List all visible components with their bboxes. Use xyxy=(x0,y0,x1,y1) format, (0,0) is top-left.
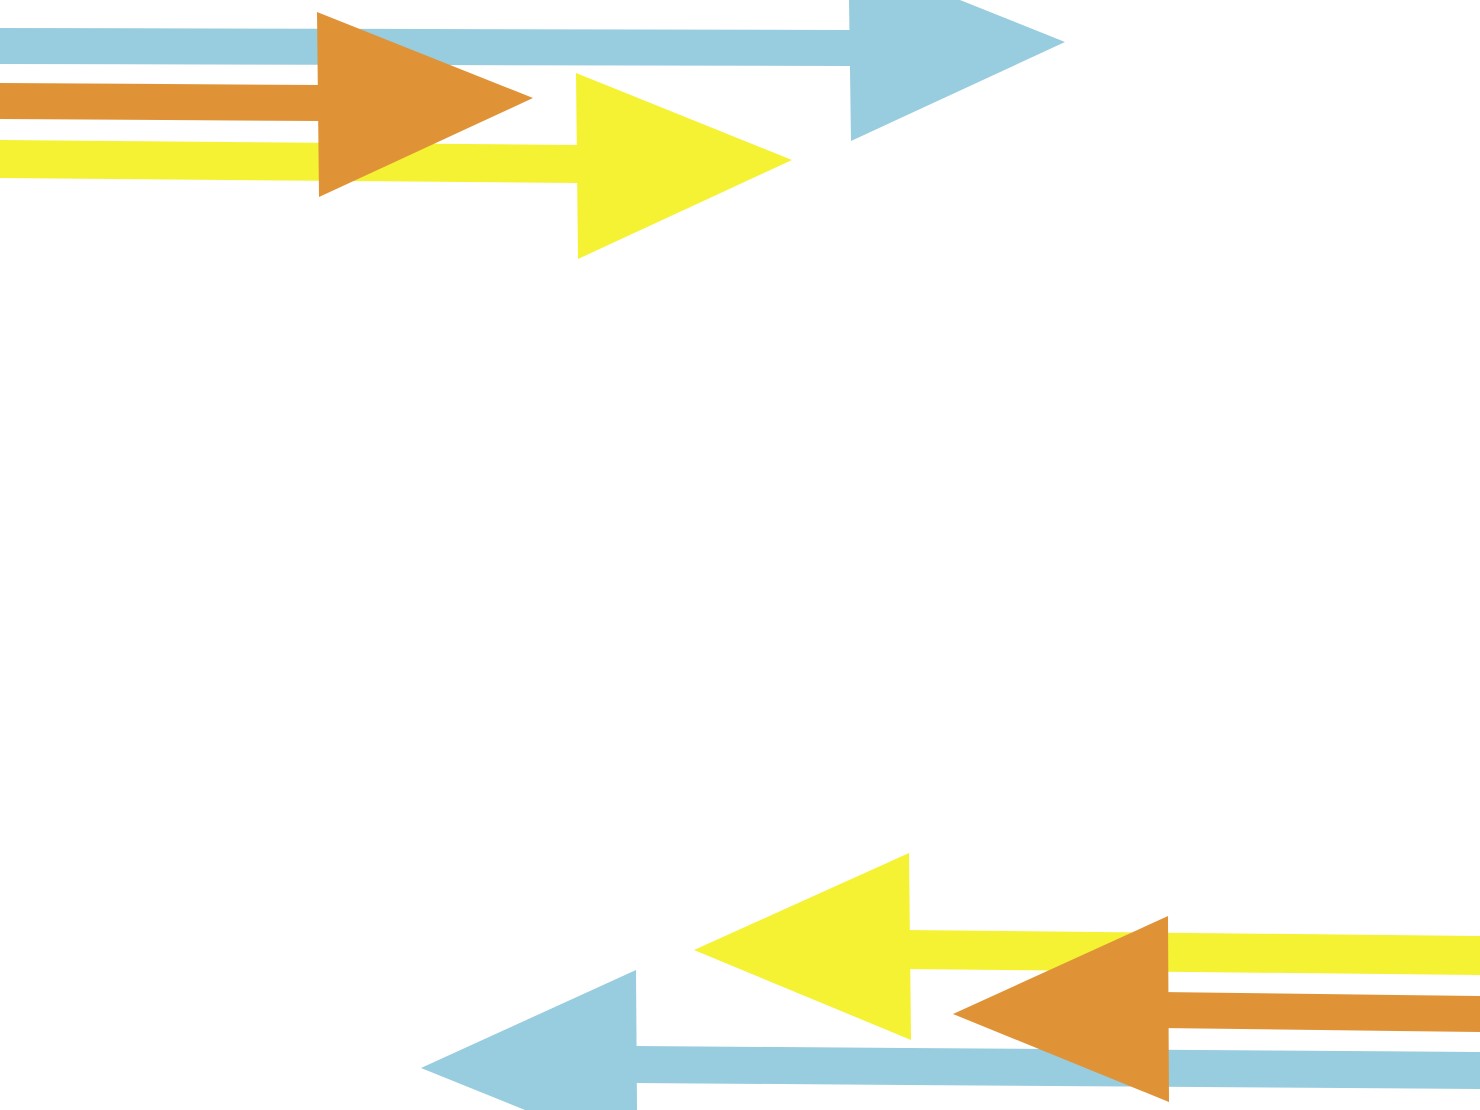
top-blue-arrow-head xyxy=(849,0,1065,141)
bottom-blue-arrow-shaft xyxy=(630,1046,1480,1089)
bottom-blue-arrow-head xyxy=(421,970,637,1110)
bottom-blue-arrow xyxy=(421,970,1480,1110)
top-orange-arrow-head xyxy=(317,12,533,197)
top-yellow-arrow-shaft xyxy=(0,140,578,183)
bottom-yellow-arrow-head xyxy=(694,853,911,1040)
top-blue-arrow-shaft xyxy=(0,28,850,66)
bottom-orange-arrow xyxy=(953,916,1480,1102)
top-blue-arrow xyxy=(0,0,1065,141)
bottom-orange-arrow-head xyxy=(953,916,1169,1102)
top-arrow-group xyxy=(0,0,1065,259)
bottom-yellow-arrow-shaft xyxy=(905,930,1480,975)
top-yellow-arrow-head xyxy=(576,73,792,259)
top-orange-arrow-shaft xyxy=(0,83,320,121)
bottom-orange-arrow-shaft xyxy=(1160,992,1480,1032)
bottom-arrow-group xyxy=(421,853,1480,1110)
bottom-yellow-arrow xyxy=(694,853,1480,1040)
top-yellow-arrow xyxy=(0,73,792,259)
top-orange-arrow xyxy=(0,12,533,197)
